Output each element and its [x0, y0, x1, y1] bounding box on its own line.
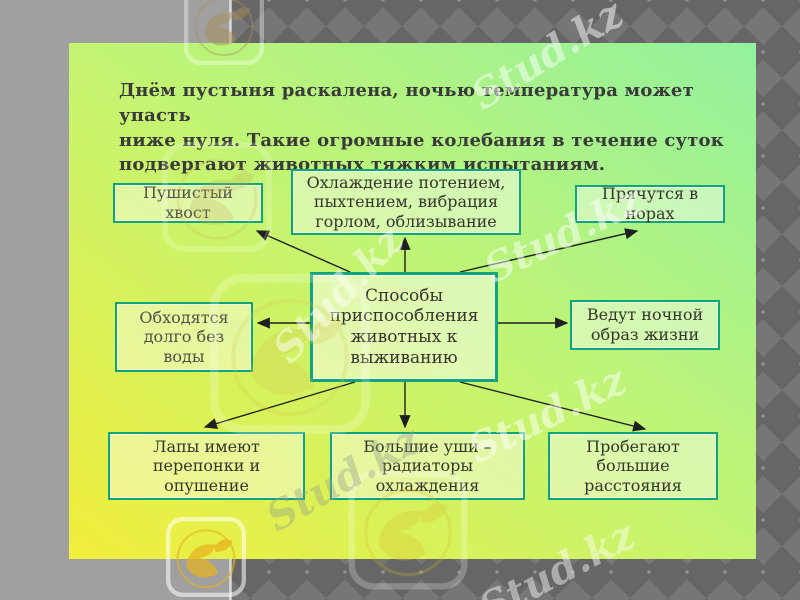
- diagram-box-big-ears: Большие уши – радиаторы охлаждения: [330, 432, 525, 500]
- presentation-slide: Днём пустыня раскалена, ночью температур…: [69, 43, 756, 559]
- diagram-box-hide-burrows: Прячутся в норах: [575, 184, 725, 223]
- diagram-box-central: Способы приспособления животных к выжива…: [310, 272, 498, 382]
- diagram-box-webbed-paws: Лапы имеют перепонки и опушение: [108, 432, 305, 500]
- diagram-box-cooling: Охлаждение потением, пыхтением, вибрация…: [291, 169, 521, 235]
- diagram-box-fluffy-tail: Пушистый хвост: [113, 183, 263, 223]
- diagram-box-without-water: Обходятся долго без воды: [115, 302, 253, 372]
- intro-text: Днём пустыня раскалена, ночью температур…: [119, 80, 724, 176]
- arrow-to-burrows: [459, 228, 639, 273]
- diagram-box-nocturnal: Ведут ночной образ жизни: [570, 300, 720, 350]
- box-label: Обходятся долго без воды: [139, 307, 229, 366]
- box-label: Охлаждение потением, пыхтением, вибрация…: [306, 172, 506, 231]
- arrow-to-runs: [459, 381, 647, 432]
- box-label: Пушистый хвост: [142, 183, 234, 222]
- arrow-to-paws: [203, 381, 356, 429]
- central-box-label: Способы приспособления животных к выжива…: [329, 285, 479, 368]
- box-label: Пробегают большие расстояния: [584, 436, 682, 495]
- arrow-to-fluffy-tail: [255, 230, 351, 273]
- box-label: Лапы имеют перепонки и опушение: [152, 436, 261, 495]
- box-label: Ведут ночной образ жизни: [586, 305, 704, 344]
- diagram-box-long-runs: Пробегают большие расстояния: [548, 432, 718, 500]
- box-label: Прячутся в норах: [601, 184, 699, 223]
- box-label: Большие уши – радиаторы охлаждения: [363, 436, 492, 495]
